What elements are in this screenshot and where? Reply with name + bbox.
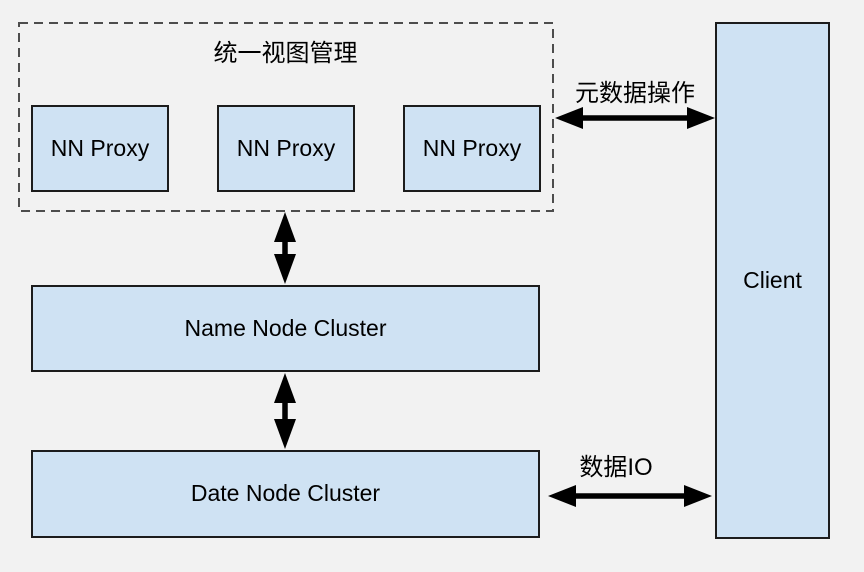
data-io-label: 数据IO [579,454,653,481]
metadata-ops-label: 元数据操作 [575,80,695,107]
namenode-datenode-arrow [274,373,296,449]
nn-proxy-box-2: NN Proxy [217,105,355,192]
metadata-ops-arrow [555,107,715,129]
dashed-rect [18,22,554,212]
group-namenode-arrow [274,212,296,284]
nn-proxy-box-3: NN Proxy [403,105,541,192]
nn-proxy-box-1: NN Proxy [31,105,169,192]
name-node-cluster-box: Name Node Cluster [31,285,540,372]
date-node-cluster-box: Date Node Cluster [31,450,540,538]
client-box: Client [715,22,830,539]
unified-view-group-border [18,22,554,212]
unified-view-group-title: 统一视图管理 [213,40,358,67]
data-io-arrow [548,485,712,507]
